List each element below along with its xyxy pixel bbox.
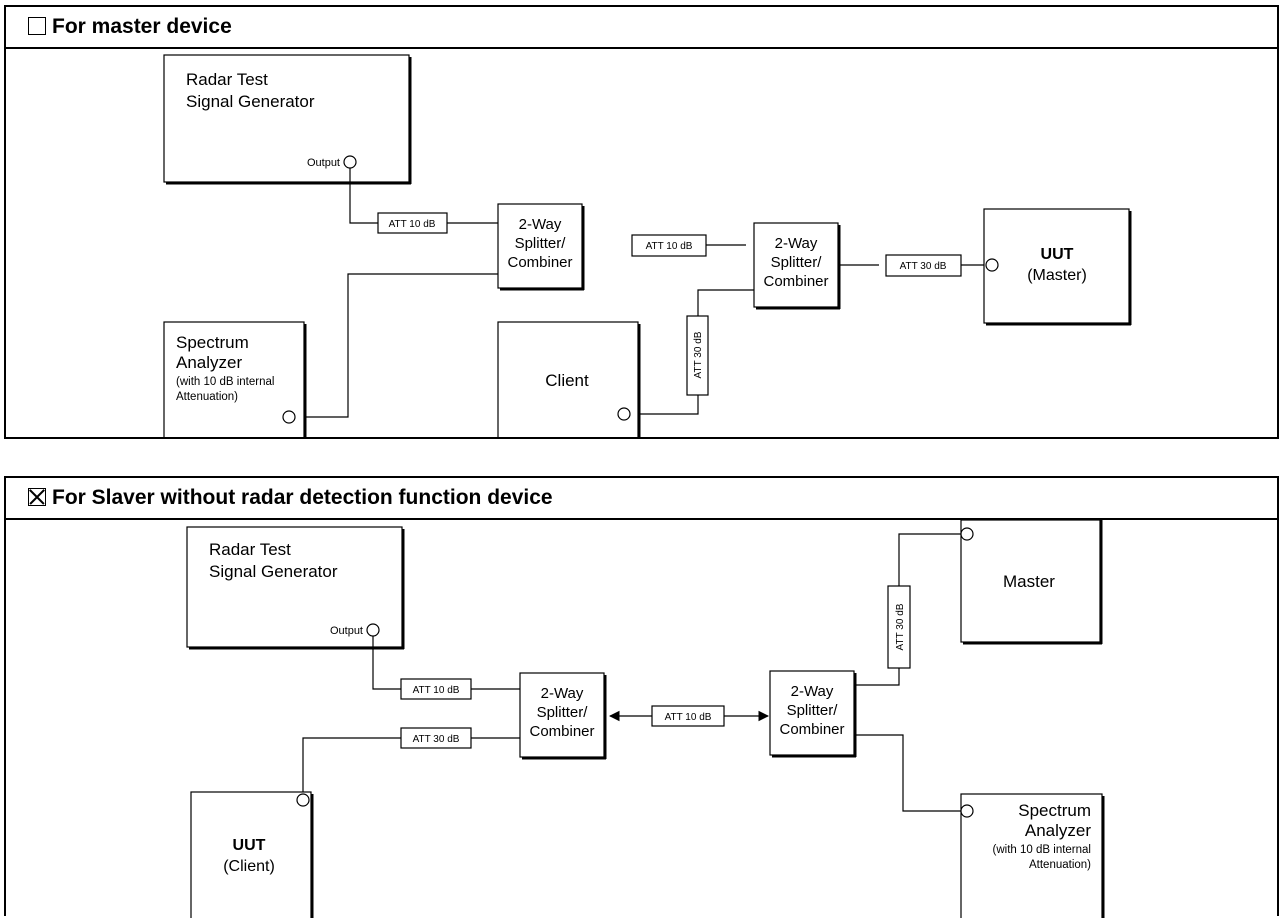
att-uut: ATT 30 dB — [400, 727, 472, 749]
master-panel-header: For master device — [6, 7, 1277, 49]
radar-generator-box: Radar Test Signal Generator Output — [163, 54, 412, 185]
spectrum-port — [282, 410, 296, 424]
radar-generator-label-2: Signal Generator — [186, 92, 315, 111]
slave-checkbox[interactable] — [28, 488, 46, 506]
spectrum-analyzer-box: Spectrum Analyzer (with 10 dB internal A… — [960, 793, 1105, 918]
spectrum-label-4: Attenuation) — [176, 391, 238, 403]
splitter-left-2: Splitter/ — [537, 704, 589, 721]
output-label: Output — [330, 625, 363, 637]
att-mid: ATT 10 dB — [631, 234, 707, 257]
att-mid-label: ATT 10 dB — [646, 241, 693, 252]
spectrum-label-3: (with 10 dB internal — [176, 376, 274, 388]
att-client-label: ATT 30 dB — [693, 331, 704, 378]
splitter-right-1: 2-Way — [775, 235, 818, 252]
spectrum-port — [960, 804, 974, 818]
splitter-left: 2-Way Splitter/ Combiner — [519, 672, 607, 760]
spectrum-label-3: (with 10 dB internal — [993, 844, 1091, 856]
spectrum-label-1: Spectrum — [176, 333, 249, 352]
master-diagram: Radar Test Signal Generator Output — [6, 49, 1277, 437]
output-label: Output — [307, 157, 340, 169]
splitter-left-1: 2-Way — [519, 216, 562, 233]
att-uut: ATT 30 dB — [885, 254, 962, 277]
radar-generator-label-2: Signal Generator — [209, 562, 338, 581]
slave-wires — [302, 533, 961, 812]
client-label: Client — [545, 371, 589, 390]
output-port — [343, 155, 357, 169]
splitter-left-1: 2-Way — [541, 685, 584, 702]
master-setup-svg: Radar Test Signal Generator Output — [163, 54, 1132, 437]
att-gen-label: ATT 10 dB — [413, 685, 460, 696]
radar-generator-label-1: Radar Test — [186, 70, 268, 89]
spectrum-label-2: Analyzer — [1025, 821, 1091, 840]
att-gen: ATT 10 dB — [400, 678, 472, 700]
splitter-right-3: Combiner — [763, 273, 828, 290]
splitter-right: 2-Way Splitter/ Combiner — [753, 222, 841, 310]
att-gen-label: ATT 10 dB — [389, 219, 436, 230]
spectrum-label-1: Spectrum — [1018, 801, 1091, 820]
spectrum-label-2: Analyzer — [176, 353, 242, 372]
master-panel-title: For master device — [52, 15, 232, 38]
slave-setup-svg: Radar Test Signal Generator Output — [186, 520, 1105, 918]
slave-panel-header: For Slaver without radar detection funct… — [6, 478, 1277, 520]
slave-device-panel: For Slaver without radar detection funct… — [4, 476, 1279, 918]
client-box: Client — [497, 321, 641, 437]
master-device-panel: For master device Radar Test Signal Gene… — [4, 5, 1279, 439]
splitter-left-3: Combiner — [529, 723, 594, 740]
master-port — [960, 527, 974, 541]
att-gen: ATT 10 dB — [377, 212, 448, 234]
slave-diagram: Radar Test Signal Generator Output — [6, 520, 1277, 918]
master-box: Master — [960, 520, 1103, 645]
radar-generator-box: Radar Test Signal Generator Output — [186, 526, 405, 650]
spectrum-analyzer-box: Spectrum Analyzer (with 10 dB internal A… — [163, 321, 307, 437]
splitter-right-2: Splitter/ — [771, 254, 823, 271]
uut-master-box: UUT (Master) — [983, 208, 1132, 326]
client-port — [617, 407, 631, 421]
att-uut-label: ATT 30 dB — [413, 734, 460, 745]
att-master-label: ATT 30 dB — [895, 603, 906, 650]
uut-label-1: UUT — [1041, 246, 1074, 263]
splitter-right: 2-Way Splitter/ Combiner — [769, 670, 857, 758]
uut-label-1: UUT — [233, 837, 266, 854]
output-port — [366, 623, 380, 637]
att-uut-label: ATT 30 dB — [900, 261, 947, 272]
splitter-left-2: Splitter/ — [515, 235, 567, 252]
splitter-right-3: Combiner — [779, 721, 844, 738]
uut-client-box: UUT (Client) — [190, 791, 314, 918]
uut-port — [985, 258, 999, 272]
splitter-right-2: Splitter/ — [787, 702, 839, 719]
slave-panel-title: For Slaver without radar detection funct… — [52, 486, 553, 509]
splitter-left-3: Combiner — [507, 254, 572, 271]
uut-port — [296, 793, 310, 807]
att-mid: ATT 10 dB — [651, 705, 725, 727]
att-client: ATT 30 dB — [686, 315, 709, 396]
radar-generator-label-1: Radar Test — [209, 540, 291, 559]
splitter-left: 2-Way Splitter/ Combiner — [497, 203, 585, 291]
uut-label-2: (Master) — [1027, 267, 1087, 284]
splitter-right-1: 2-Way — [791, 683, 834, 700]
master-label: Master — [1003, 572, 1055, 591]
att-master: ATT 30 dB — [887, 585, 911, 669]
spectrum-label-4: Attenuation) — [1029, 859, 1091, 871]
master-checkbox[interactable] — [28, 17, 46, 35]
att-mid-label: ATT 10 dB — [665, 712, 712, 723]
uut-label-2: (Client) — [223, 858, 275, 875]
